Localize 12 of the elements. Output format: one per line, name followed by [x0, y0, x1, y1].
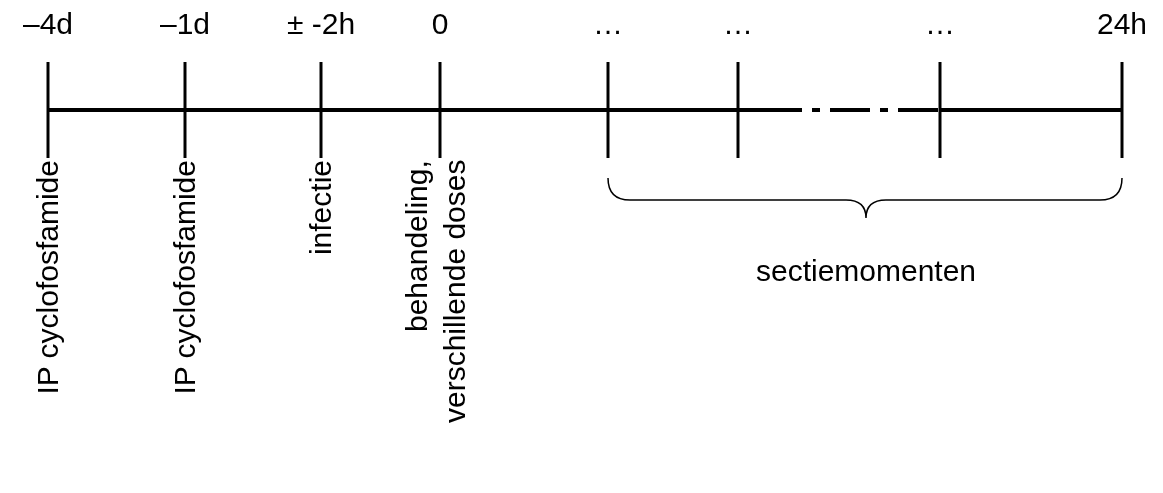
event-label: IP cyclofosfamide [167, 160, 202, 395]
event-label: infectie [303, 160, 338, 256]
time-label: ± -2h [286, 6, 356, 42]
time-label: –4d [22, 6, 74, 42]
event-label: IP cyclofosfamide [30, 160, 65, 395]
time-label: 0 [431, 6, 449, 42]
brace-label: sectiemomenten [755, 253, 977, 289]
time-label: … [723, 6, 753, 42]
time-label: … [593, 6, 623, 42]
time-label: 24h [1096, 6, 1148, 42]
time-label: –1d [159, 6, 211, 42]
time-label: … [925, 6, 955, 42]
